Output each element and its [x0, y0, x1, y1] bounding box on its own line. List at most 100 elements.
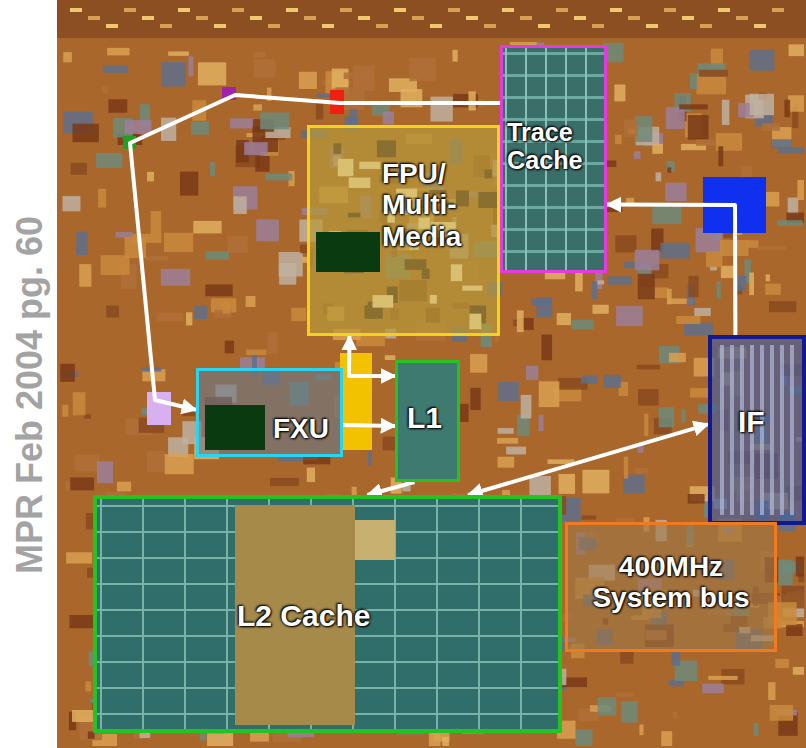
circuit-block — [225, 341, 234, 354]
flow-arrow — [367, 482, 414, 495]
circuit-block — [255, 156, 269, 172]
circuit-block — [615, 135, 622, 144]
array-line — [184, 499, 186, 729]
circuit-block — [539, 415, 544, 431]
circuit-block — [702, 684, 723, 694]
pad-strip — [124, 8, 136, 12]
circuit-block — [598, 697, 617, 716]
pad-strip — [718, 8, 730, 12]
circuit-block — [769, 301, 796, 312]
circuit-block — [76, 232, 87, 255]
array-line — [520, 499, 522, 729]
circuit-block — [79, 264, 91, 287]
pad-strip — [592, 24, 604, 28]
circuit-block — [256, 219, 279, 241]
bypass-bar — [340, 353, 372, 450]
circuit-block — [307, 468, 315, 483]
circuit-block — [575, 271, 583, 291]
pad-strip — [574, 16, 586, 20]
pad-strip — [502, 8, 514, 12]
circuit-block — [789, 44, 804, 56]
circuit-block — [191, 122, 209, 135]
trace-cache-array — [503, 48, 604, 270]
circuit-block — [353, 66, 375, 91]
circuit-block — [168, 51, 189, 55]
array-line — [100, 499, 102, 729]
pad-strip — [664, 8, 676, 12]
circuit-block — [60, 364, 75, 382]
pad-strip — [70, 8, 82, 12]
circuit-block — [97, 461, 113, 483]
circuit-block — [661, 731, 672, 746]
fpu-cell — [430, 295, 437, 304]
circuit-block — [652, 205, 681, 225]
circuit-block — [526, 366, 538, 380]
fpu-cell — [405, 259, 427, 270]
fxu-block: FXU — [196, 368, 343, 457]
circuit-block — [766, 274, 770, 281]
fpu-cell — [349, 178, 371, 188]
pad-strip — [286, 8, 298, 12]
pad-strip — [754, 24, 766, 28]
circuit-block — [575, 729, 592, 746]
if-stripe — [770, 345, 774, 515]
circuit-block — [497, 438, 518, 444]
pad-strip — [142, 16, 154, 20]
array-line — [503, 228, 604, 231]
circuit-block — [749, 272, 754, 295]
circuit-block — [246, 296, 256, 307]
circuit-block — [165, 454, 194, 474]
if-block: IF — [708, 335, 806, 525]
circuit-block — [227, 236, 247, 253]
fpu-cell — [377, 140, 396, 157]
circuit-block — [666, 107, 685, 129]
circuit-block — [536, 297, 552, 317]
pad-strip — [610, 8, 622, 12]
if-stripe — [780, 345, 784, 515]
circuit-block — [147, 451, 165, 472]
circuit-block — [70, 477, 94, 490]
circuit-block — [102, 86, 108, 93]
circuit-block — [409, 58, 435, 81]
pad-strip — [250, 16, 262, 20]
circuit-block — [696, 140, 715, 146]
circuit-block — [717, 281, 721, 298]
circuit-block — [73, 392, 86, 415]
circuit-block — [765, 284, 781, 295]
circuit-block — [607, 276, 632, 284]
if-stripe — [720, 345, 724, 515]
circuit-block — [529, 476, 550, 495]
circuit-block — [788, 95, 804, 111]
fpu-cell — [422, 269, 430, 279]
array-line — [226, 499, 228, 729]
circuit-block — [758, 246, 786, 250]
fpu-cell — [338, 159, 354, 176]
circuit-block — [106, 306, 119, 318]
flow-arrow — [607, 205, 735, 335]
block-label: L2 Cache — [237, 599, 447, 633]
circuit-block — [571, 320, 593, 330]
circuit-block — [771, 139, 792, 148]
circuit-block — [621, 701, 637, 723]
array-line — [503, 96, 604, 99]
pad-strip — [556, 8, 568, 12]
circuit-block — [62, 196, 80, 211]
if-stripe — [730, 345, 734, 515]
fpu-block: FPU/ Multi- Media — [307, 125, 500, 336]
circuit-block — [368, 451, 372, 466]
circuit-block — [659, 407, 675, 427]
circuit-block — [498, 382, 518, 401]
fxu-area — [199, 371, 340, 454]
circuit-block — [62, 405, 68, 417]
circuit-block — [694, 308, 710, 316]
circuit-block — [624, 457, 628, 479]
circuit-block — [775, 659, 789, 668]
circuit-block — [521, 395, 532, 419]
pad-strip — [268, 24, 280, 28]
pad-strip — [376, 24, 388, 28]
circuit-block — [498, 428, 514, 434]
circuit-block — [108, 99, 127, 112]
circuit-block — [690, 73, 697, 89]
circuit-block — [708, 676, 737, 680]
